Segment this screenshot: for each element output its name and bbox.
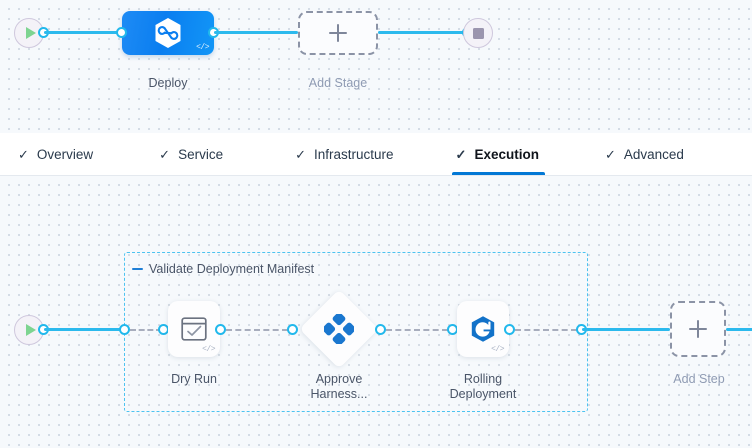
harness-hexagon-icon: [155, 18, 181, 48]
execution-graph-canvas[interactable]: Validate Deployment Manifest </>: [0, 176, 752, 448]
connector-dashed-line: [386, 329, 448, 331]
tab-label: Execution: [474, 146, 539, 162]
connector-dashed-line: [130, 329, 162, 331]
step-node-rolling-deployment[interactable]: </>: [457, 301, 509, 357]
add-step-node[interactable]: [670, 301, 726, 357]
plus-icon: [689, 320, 707, 338]
connector-dot[interactable]: [375, 324, 386, 335]
tab-label: Infrastructure: [314, 146, 394, 162]
code-icon: </>: [491, 345, 504, 354]
connector-line: [44, 328, 126, 331]
stage-node-deploy[interactable]: </>: [122, 11, 214, 55]
stage-label-deploy: Deploy: [148, 76, 188, 90]
check-icon: ✓: [18, 146, 29, 162]
tab-overview[interactable]: ✓ Overview: [4, 133, 109, 175]
step-label-rolling-deployment: Rolling Deployment: [449, 372, 517, 401]
terminal-check-icon: [181, 317, 207, 341]
check-icon: ✓: [604, 146, 616, 162]
pipeline-end-node[interactable]: [463, 18, 493, 48]
code-icon: </>: [202, 345, 215, 354]
step-group-header[interactable]: Validate Deployment Manifest: [132, 262, 314, 276]
connector-dot[interactable]: [504, 324, 515, 335]
tab-advanced[interactable]: ✓ Advanced: [591, 133, 700, 175]
harness-approval-icon: [324, 314, 354, 344]
connector-dashed-line: [515, 329, 577, 331]
step-node-dry-run[interactable]: </>: [168, 301, 220, 357]
tab-infrastructure[interactable]: ✓ Infrastructure: [281, 133, 409, 175]
plus-icon: [329, 24, 347, 42]
connector-line: [214, 31, 298, 34]
check-icon: ✓: [159, 146, 171, 162]
tab-label: Overview: [36, 146, 94, 162]
connector-dot[interactable]: [116, 27, 127, 38]
tab-label: Service: [178, 146, 224, 162]
tab-execution[interactable]: ✓ Execution: [442, 133, 555, 175]
connector-line: [378, 31, 468, 34]
add-step-label: Add Step: [673, 372, 725, 386]
minus-icon[interactable]: [132, 268, 143, 270]
stop-icon: [463, 18, 493, 48]
check-icon: ✓: [295, 146, 306, 162]
connector-dot[interactable]: [215, 324, 226, 335]
rolling-deployment-icon: [471, 316, 495, 342]
stage-tabs[interactable]: ✓ Overview ✓ Service ✓ Infrastructure ✓ …: [0, 133, 752, 176]
code-icon: </>: [196, 43, 209, 52]
tab-label: Advanced: [623, 146, 684, 162]
connector-dashed-line: [226, 329, 288, 331]
step-node-approve-harness[interactable]: [299, 289, 379, 369]
connector-line: [726, 328, 752, 331]
step-label-dry-run: Dry Run: [171, 372, 217, 386]
connector-dot[interactable]: [287, 324, 298, 335]
stage-graph-canvas[interactable]: </> Deploy Add Stage: [0, 0, 752, 133]
step-group-title: Validate Deployment Manifest: [149, 262, 315, 276]
tab-service[interactable]: ✓ Service: [145, 133, 239, 175]
check-icon: ✓: [455, 146, 467, 162]
add-stage-node[interactable]: [298, 11, 378, 55]
connector-line: [582, 328, 670, 331]
connector-dot[interactable]: [119, 324, 130, 335]
connector-line: [44, 31, 122, 34]
add-stage-label: Add Stage: [308, 76, 368, 90]
step-label-approve-harness: Approve Harness...: [310, 372, 368, 401]
